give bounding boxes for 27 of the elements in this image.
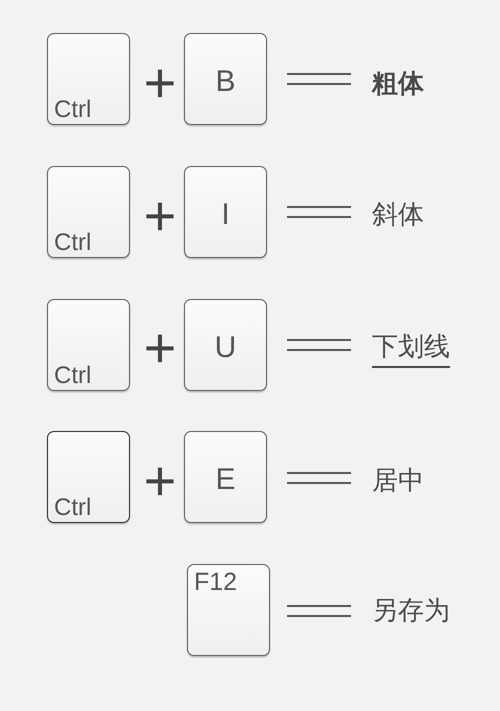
key-label: U bbox=[214, 333, 236, 363]
key-label: Ctrl bbox=[54, 364, 92, 388]
shortcut-description: 下划线 bbox=[372, 331, 450, 368]
shortcut-description: 居中 bbox=[372, 465, 424, 495]
keyboard-key bbox=[184, 166, 267, 258]
key-label: F12 bbox=[194, 570, 238, 595]
shortcut-description: 粗体 bbox=[372, 68, 424, 98]
key-label: Ctrl bbox=[54, 496, 92, 520]
key-label: B bbox=[216, 67, 236, 97]
shortcut-description: 斜体 bbox=[372, 199, 424, 229]
keyboard-key bbox=[184, 33, 267, 125]
key-label: E bbox=[216, 465, 236, 495]
plus-sign: + bbox=[144, 54, 176, 110]
keyboard-key bbox=[187, 564, 270, 656]
key-label: Ctrl bbox=[54, 231, 92, 255]
plus-sign: + bbox=[144, 452, 176, 508]
plus-sign: + bbox=[144, 188, 176, 244]
plus-sign: + bbox=[144, 320, 176, 376]
shortcut-description: 另存为 bbox=[372, 595, 450, 625]
keyboard-key bbox=[184, 299, 267, 391]
key-label: Ctrl bbox=[54, 98, 92, 122]
keyboard-key bbox=[47, 166, 130, 258]
keyboard-key bbox=[184, 431, 267, 523]
keyboard-key bbox=[47, 431, 130, 523]
keyboard-key bbox=[47, 33, 130, 125]
keyboard-key bbox=[47, 299, 130, 391]
key-label: I bbox=[221, 200, 230, 230]
